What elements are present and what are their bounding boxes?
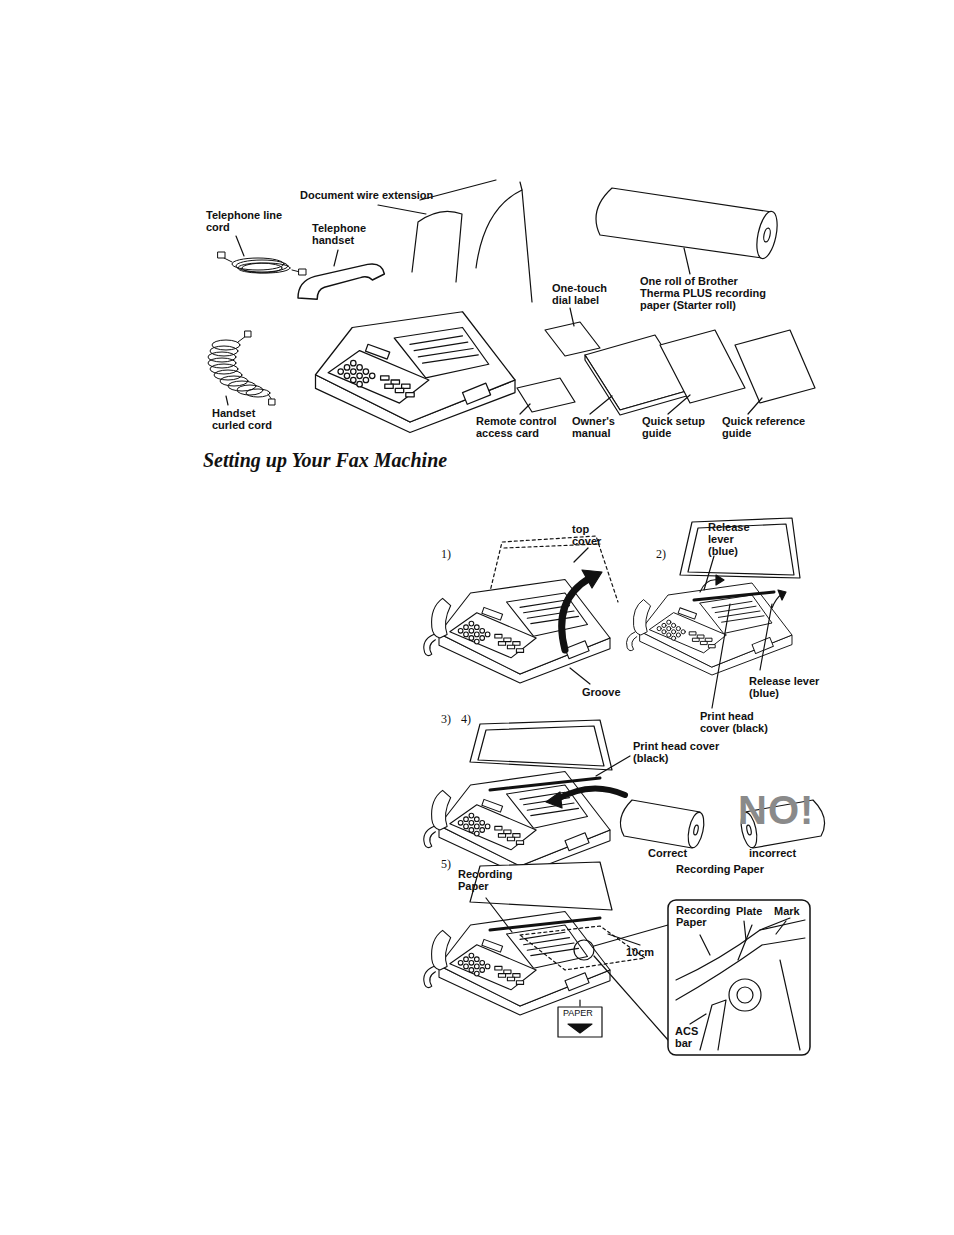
inset-label: Recording Paper — [676, 905, 734, 929]
caption-label: Recording Paper — [676, 864, 764, 876]
part-label: top cover — [572, 524, 618, 548]
part-label: Print head cover (black) — [633, 741, 723, 765]
section-title: Setting up Your Fax Machine — [203, 449, 447, 472]
part-label: Recording Paper — [458, 869, 520, 893]
part-label: Groove — [582, 687, 621, 699]
step-number: 3) — [441, 713, 451, 726]
part-label: Release lever (blue) — [708, 522, 760, 558]
inset-label: ACS bar — [675, 1026, 707, 1050]
part-label: Remote control access card — [476, 416, 568, 440]
inset-label: Mark — [774, 906, 800, 918]
step-number: 5) — [441, 858, 451, 871]
dimension: 10cm — [626, 947, 654, 959]
part-label: Quick reference guide — [722, 416, 822, 440]
part-label: One roll of Brother Therma PLUS recordin… — [640, 276, 770, 312]
part-label: One-touch dial label — [552, 283, 620, 307]
paper-label: incorrect — [749, 848, 796, 860]
step-number: 4) — [461, 713, 471, 726]
step-number: 1) — [441, 548, 451, 561]
part-label: Telephone handset — [312, 223, 382, 247]
button-label: PAPER — [563, 1009, 593, 1019]
inset-label: Plate — [736, 906, 762, 918]
no-stamp: NO! — [738, 790, 814, 830]
part-label: Print head cover (black) — [700, 711, 786, 735]
part-label: Owner's manual — [572, 416, 628, 440]
paper-label: Correct — [648, 848, 687, 860]
part-label: Quick setup guide — [642, 416, 714, 440]
step-number: 2) — [656, 548, 666, 561]
part-label: Release lever (blue) — [749, 676, 829, 700]
part-label: Telephone line cord — [206, 210, 288, 234]
part-label: Handset curled cord — [212, 408, 282, 432]
part-label: Document wire extension — [300, 190, 433, 202]
